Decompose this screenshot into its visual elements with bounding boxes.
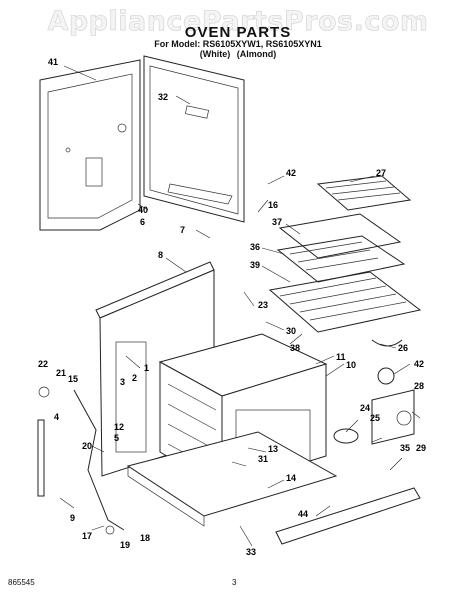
callout-30: 30 bbox=[286, 326, 296, 336]
broil-element bbox=[316, 175, 412, 211]
callout-14: 14 bbox=[286, 473, 296, 483]
callout-27: 27 bbox=[376, 168, 386, 178]
callout-9: 9 bbox=[70, 513, 75, 523]
callout-26: 26 bbox=[398, 343, 408, 353]
callout-5: 5 bbox=[114, 433, 119, 443]
callout-44: 44 bbox=[298, 509, 308, 519]
side-panel bbox=[143, 55, 245, 223]
page-title: OVEN PARTS bbox=[184, 24, 292, 41]
thermostat-knob bbox=[333, 367, 415, 445]
color-variants: (White) (Almond) bbox=[199, 49, 277, 59]
callout-28: 28 bbox=[414, 381, 424, 391]
callout-4: 4 bbox=[54, 412, 59, 422]
door-hinge bbox=[37, 386, 125, 535]
callout-37: 37 bbox=[272, 217, 282, 227]
callout-41: 41 bbox=[48, 57, 58, 67]
callout-35: 35 bbox=[400, 443, 410, 453]
callout-31: 31 bbox=[258, 454, 268, 464]
callout-8: 8 bbox=[158, 250, 163, 260]
callout-42: 42 bbox=[286, 168, 296, 178]
callout-40: 40 bbox=[138, 205, 148, 215]
page-number: 3 bbox=[232, 578, 237, 587]
callout-11: 11 bbox=[336, 352, 346, 362]
callout-15: 15 bbox=[68, 374, 78, 384]
callout-13: 13 bbox=[268, 444, 278, 454]
callout-36: 36 bbox=[250, 242, 260, 252]
callout-2: 2 bbox=[132, 373, 137, 383]
callout-33: 33 bbox=[246, 547, 256, 557]
watermark: AppliancePartsPros.com bbox=[47, 6, 429, 38]
document-number: 865545 bbox=[8, 578, 35, 587]
callout-29: 29 bbox=[416, 443, 426, 453]
callout-6: 6 bbox=[140, 217, 145, 227]
callout-18: 18 bbox=[140, 533, 150, 543]
callout-labels: 41 32 42 27 16 37 40 6 7 36 8 39 23 30 3… bbox=[38, 57, 426, 557]
oven-rack bbox=[268, 271, 422, 347]
callout-24: 24 bbox=[360, 403, 370, 413]
callout-20: 20 bbox=[82, 441, 92, 451]
leader-lines bbox=[59, 65, 421, 547]
callout-17: 17 bbox=[82, 531, 92, 541]
callout-23: 23 bbox=[258, 300, 268, 310]
callout-12: 12 bbox=[114, 422, 124, 432]
callout-16: 16 bbox=[268, 200, 278, 210]
kick-panel bbox=[275, 487, 421, 545]
model-line: For Model: RS6105XYW1, RS6105XYN1 bbox=[154, 39, 322, 49]
broiler-pan bbox=[276, 213, 406, 283]
callout-38: 38 bbox=[290, 343, 300, 353]
callout-25: 25 bbox=[370, 413, 380, 423]
callout-42-b: 42 bbox=[414, 359, 424, 369]
callout-3: 3 bbox=[120, 377, 125, 387]
callout-1: 1 bbox=[144, 363, 149, 373]
oven-base bbox=[126, 431, 338, 527]
callout-21: 21 bbox=[56, 368, 66, 378]
callout-10: 10 bbox=[346, 360, 356, 370]
rear-panel bbox=[39, 59, 141, 231]
callout-39: 39 bbox=[250, 260, 260, 270]
callout-22: 22 bbox=[38, 359, 48, 369]
callout-7: 7 bbox=[180, 225, 185, 235]
callout-32: 32 bbox=[158, 92, 168, 102]
callout-19: 19 bbox=[120, 540, 130, 550]
